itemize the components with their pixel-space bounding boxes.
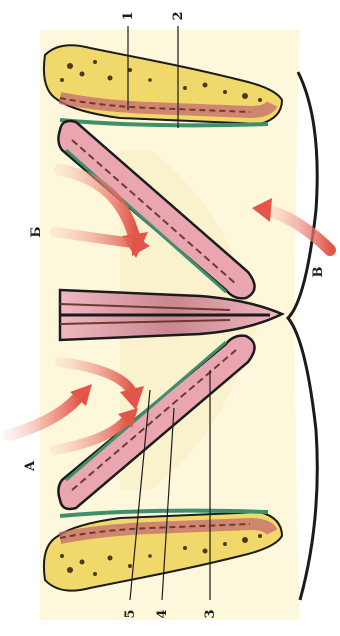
label-1: 1 (121, 11, 136, 20)
label-2: 2 (171, 11, 186, 20)
label-5: 5 (123, 609, 138, 618)
label-b: Б (29, 226, 44, 237)
label-a: А (23, 460, 38, 471)
label-3: 3 (203, 609, 218, 618)
label-4: 4 (155, 609, 170, 618)
label-v: В (311, 267, 326, 278)
